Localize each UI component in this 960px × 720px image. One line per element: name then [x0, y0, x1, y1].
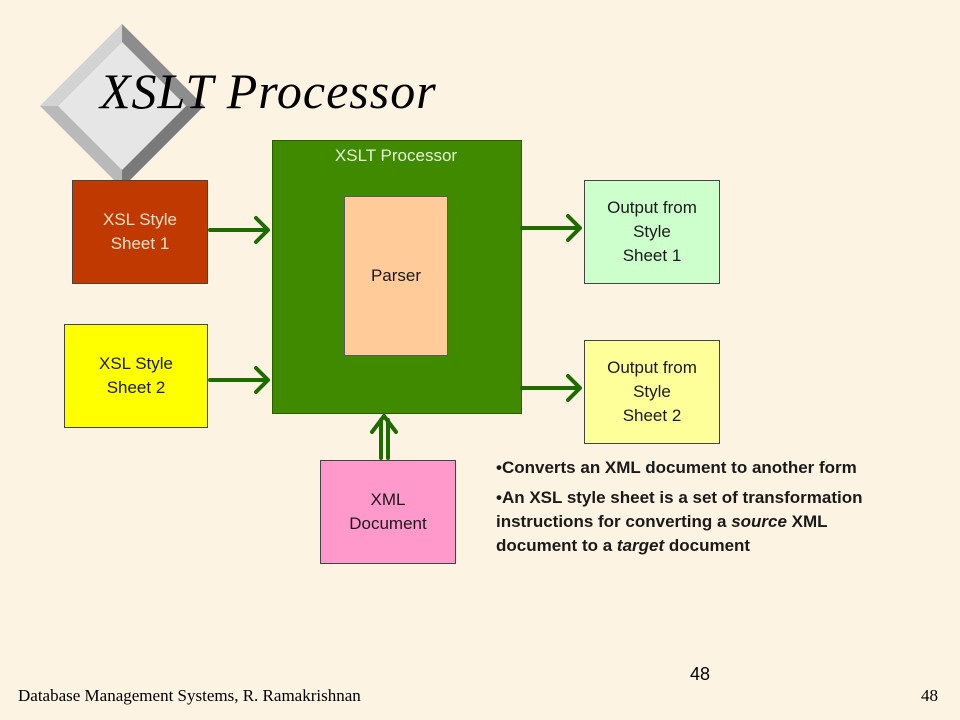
- xml-document-box: XML Document: [320, 460, 456, 564]
- diamond-bullet-icon: [40, 24, 204, 188]
- note-bullet-1-text: Converts an XML document to another form: [501, 458, 857, 477]
- note-bullet-2: An XSL style sheet is a set of transform…: [496, 486, 906, 558]
- notes-list: Converts an XML document to another form…: [496, 456, 906, 564]
- arrow-processor-to-output1: [520, 214, 582, 242]
- footer-credit: Database Management Systems, R. Ramakris…: [18, 686, 361, 705]
- arrow-xsl2-to-processor: [208, 366, 270, 394]
- parser-label: Parser: [370, 266, 422, 285]
- slide-title: XSLT Processor: [100, 63, 437, 119]
- output-2-label: Output from Style Sheet 2: [607, 358, 697, 425]
- parser-box: Parser: [344, 196, 448, 356]
- arrow-processor-to-output2: [520, 374, 582, 402]
- arrow-xmldoc-to-processor: [370, 414, 398, 460]
- note-bullet-2-text-a: An XSL style sheet is a set of transform…: [496, 488, 863, 531]
- footer-page-number: 48: [921, 686, 938, 705]
- xsl-style-sheet-2-label: XSL Style Sheet 2: [98, 354, 174, 397]
- output-2-box: Output from Style Sheet 2: [584, 340, 720, 444]
- xsl-style-sheet-2-box: XSL Style Sheet 2: [64, 324, 208, 428]
- xslt-processor-label: XSLT Processor: [334, 146, 458, 165]
- note-target-term: target: [616, 536, 665, 555]
- note-bullet-2-text-c: document: [664, 536, 751, 555]
- note-bullet-2-text-b: XML document to a: [496, 512, 828, 555]
- note-bullet-1: Converts an XML document to another form: [496, 456, 906, 480]
- output-1-box: Output from Style Sheet 1: [584, 180, 720, 284]
- xsl-style-sheet-1-label: XSL Style Sheet 1: [102, 210, 178, 253]
- output-1-label: Output from Style Sheet 1: [607, 198, 697, 265]
- xsl-style-sheet-1-box: XSL Style Sheet 1: [72, 180, 208, 284]
- note-source-term: source: [731, 512, 787, 531]
- slide-number: 48: [690, 664, 711, 684]
- arrow-xsl1-to-processor: [208, 216, 270, 244]
- xml-document-label: XML Document: [349, 490, 427, 533]
